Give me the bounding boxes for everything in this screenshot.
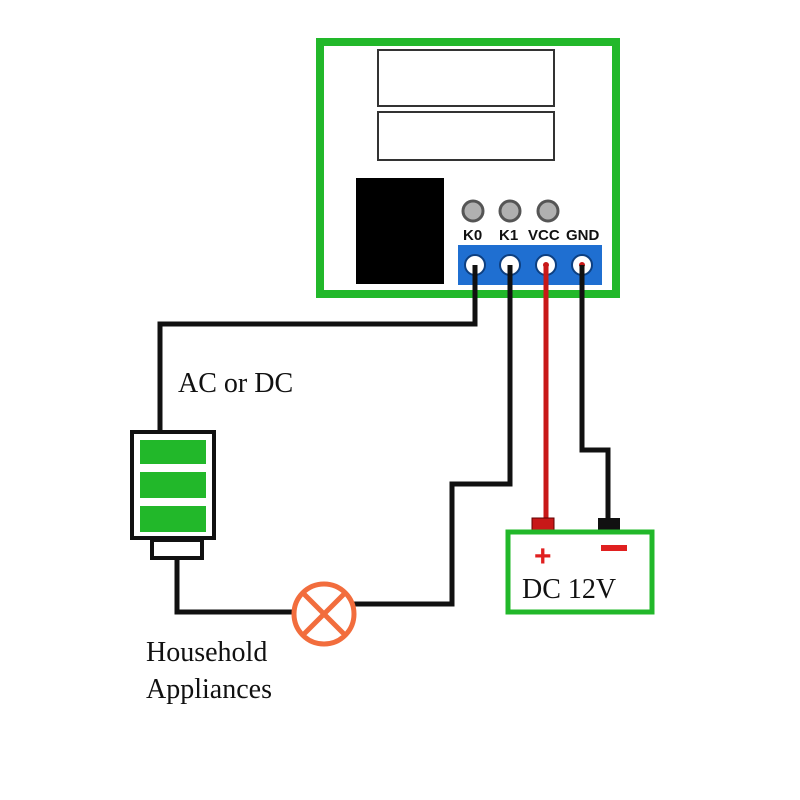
dc-supply-box [505,529,655,615]
dc-negative-terminal [598,518,620,532]
wire-supply-to-appliance [174,558,294,615]
pin-label-gnd: GND [566,227,600,244]
pin-dot-k1 [498,199,522,223]
wire-k0-to-supply [157,265,478,432]
battery-cell-2 [140,472,206,498]
pin-label-vcc: VCC [528,227,560,244]
battery-cell-3 [140,506,206,532]
wire-gnd-negative [579,265,611,522]
display-segment-top [377,49,555,107]
pin-label-k1: K1 [499,227,518,244]
battery-terminal [150,538,204,560]
pin-dot-k0 [461,199,485,223]
appliance-label-line1: Household [146,637,267,668]
plus-sign: + [534,540,552,573]
wire-k1-to-appliance [354,265,513,607]
relay-component [356,178,444,284]
dc-supply-label: DC 12V [522,574,616,605]
appliance-label-line2: Appliances [146,674,272,705]
display-segment-bottom [377,111,555,161]
battery-cell-1 [140,440,206,464]
pin-label-k0: K0 [463,227,482,244]
supply-type-label: AC or DC [178,368,293,399]
lamp-cross-b [301,591,347,637]
minus-sign: − [601,545,627,551]
pin-dot-vcc [536,199,560,223]
